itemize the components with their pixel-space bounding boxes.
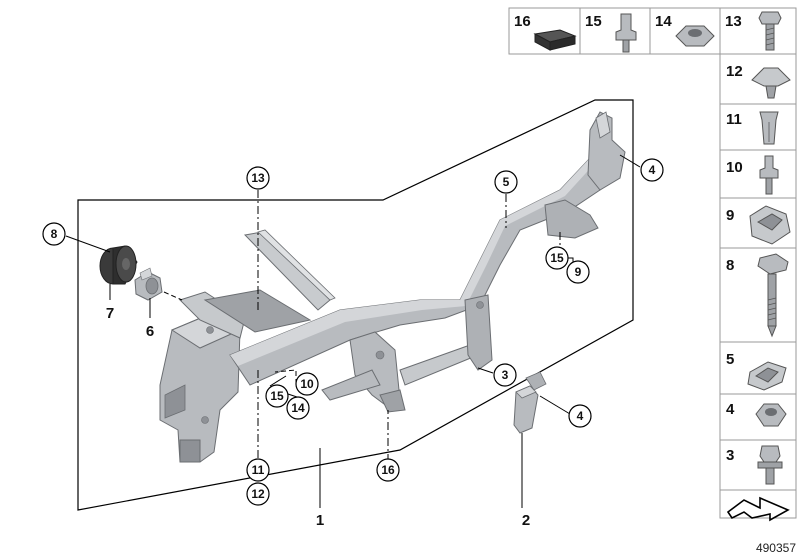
callout-13: 13 [246,166,270,190]
damper-part-7 [99,245,138,285]
callout-15-right: 15 [545,246,569,270]
hex-bolt-icon [758,11,782,25]
cross-car-beam [159,111,626,463]
callout-12-label: 12 [251,487,265,501]
callout-8-label: 8 [51,227,58,241]
callout-13-label: 13 [251,171,265,185]
callout-8: 8 [42,222,66,246]
legend-item-10-number: 10 [726,159,743,176]
callout-4-upper: 4 [640,158,664,182]
callout-5: 5 [494,170,518,194]
legend-item-14: 14 [655,13,715,47]
collar-screw-icon [759,445,781,463]
legend-item-8: 8 [726,253,789,338]
part-number-6: 6 [146,323,154,340]
part-number-7: 7 [106,305,114,322]
stud-screw-icon [759,155,779,179]
legend-top-row: 16 15 14 13 [508,7,797,55]
bracket-part-2 [513,371,547,434]
legend-item-14-number: 14 [655,13,672,30]
diagram-id: 490357 [756,541,796,555]
callout-4-upper-label: 4 [649,163,656,177]
callout-16-label: 16 [381,463,395,477]
legend-item-4: 4 [726,401,787,427]
callout-9: 9 [566,260,590,284]
legend-item-8-number: 8 [726,257,734,274]
legend-side-column: 12 11 10 9 8 5 [719,53,797,522]
expanding-rivet-icon [751,67,791,87]
legend-item-11: 11 [726,111,779,145]
legend-item-9-number: 9 [726,207,734,224]
callout-4-lower-label: 4 [577,409,584,423]
stud-bolt-icon [615,13,637,41]
callout-16: 16 [376,458,400,482]
legend-item-16-number: 16 [514,13,531,30]
callout-15-left: 15 [265,384,289,408]
legend-item-3-number: 3 [726,447,734,464]
callout-3-label: 3 [502,368,509,382]
callout-12: 12 [246,482,270,506]
legend-item-4-number: 4 [726,401,735,418]
long-hex-bolt-icon [757,253,789,275]
legend-item-10: 10 [726,155,779,195]
callout-15-right-label: 15 [550,251,564,265]
legend-item-5: 5 [726,351,787,391]
legend-item-11-number: 11 [726,111,742,128]
callout-11-label: 11 [252,463,265,477]
assembly-outline [77,99,634,511]
callout-10: 10 [295,372,319,396]
legend-item-12-number: 12 [726,63,743,80]
legend-item-15: 15 [585,13,637,53]
legend-item-12: 12 [726,63,791,99]
callout-14: 14 [286,396,310,420]
holder-part-6 [134,267,163,301]
legend-item-13: 13 [725,11,782,51]
callout-4-lower: 4 [568,404,592,428]
callout-15-left-label: 15 [270,389,284,403]
callout-14-label: 14 [291,401,305,415]
callout-10-label: 10 [300,377,314,391]
legend-item-15-number: 15 [585,13,602,30]
part-number-1: 1 [316,512,324,529]
callout-9-label: 9 [575,265,582,279]
legend-item-5-number: 5 [726,351,734,368]
legend-item-3: 3 [726,445,783,485]
part-number-2: 2 [522,512,530,529]
callout-3: 3 [493,363,517,387]
callout-11: 11 [246,458,270,482]
legend-item-9: 9 [726,205,791,245]
direction-arrow-icon [726,496,790,522]
legend-item-13-number: 13 [725,13,742,30]
callout-5-label: 5 [503,175,510,189]
legend-item-16: 16 [514,13,577,51]
